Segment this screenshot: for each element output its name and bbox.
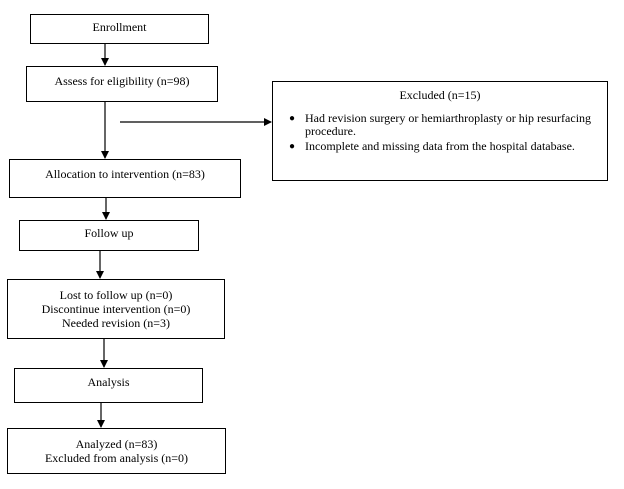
follow-up-label: Follow up bbox=[84, 225, 134, 240]
analysis-label: Analysis bbox=[87, 374, 130, 389]
lost-to-follow-up-box: Lost to follow up (n=0) Discontinue inte… bbox=[7, 279, 225, 339]
excluded-reason-text: Had revision surgery or hemiarthroplasty… bbox=[305, 111, 592, 138]
bullet-icon: ● bbox=[289, 141, 296, 152]
excluded-reason-item: ● Had revision surgery or hemiarthroplas… bbox=[289, 111, 599, 138]
assess-eligibility-box: Assess for eligibility (n=98) bbox=[26, 66, 218, 102]
discontinue-intervention-label: Discontinue intervention (n=0) bbox=[41, 302, 191, 316]
excluded-reason-text: Incomplete and missing data from the hos… bbox=[305, 139, 575, 153]
allocation-label: Allocation to intervention (n=83) bbox=[45, 166, 205, 181]
needed-revision-label: Needed revision (n=3) bbox=[61, 316, 171, 330]
lost-to-follow-up-label: Lost to follow up (n=0) bbox=[59, 288, 173, 302]
excluded-title: Excluded (n=15) bbox=[399, 88, 481, 102]
excluded-from-analysis-label: Excluded from analysis (n=0) bbox=[44, 451, 189, 465]
bullet-icon: ● bbox=[289, 113, 296, 124]
enrollment-label: Enrollment bbox=[92, 20, 147, 34]
enrollment-box: Enrollment bbox=[30, 14, 209, 44]
follow-up-box: Follow up bbox=[19, 220, 199, 251]
analyzed-label: Analyzed (n=83) bbox=[75, 437, 158, 451]
assess-eligibility-label: Assess for eligibility (n=98) bbox=[54, 74, 190, 88]
excluded-reason-item: ● Incomplete and missing data from the h… bbox=[289, 139, 599, 153]
allocation-box: Allocation to intervention (n=83) bbox=[9, 159, 241, 198]
analysis-box: Analysis bbox=[14, 368, 203, 403]
excluded-reasons-list: ● Had revision surgery or hemiarthroplas… bbox=[281, 112, 599, 155]
excluded-box: Excluded (n=15) ● Had revision surgery o… bbox=[272, 81, 608, 181]
analyzed-box: Analyzed (n=83) Excluded from analysis (… bbox=[7, 428, 226, 474]
